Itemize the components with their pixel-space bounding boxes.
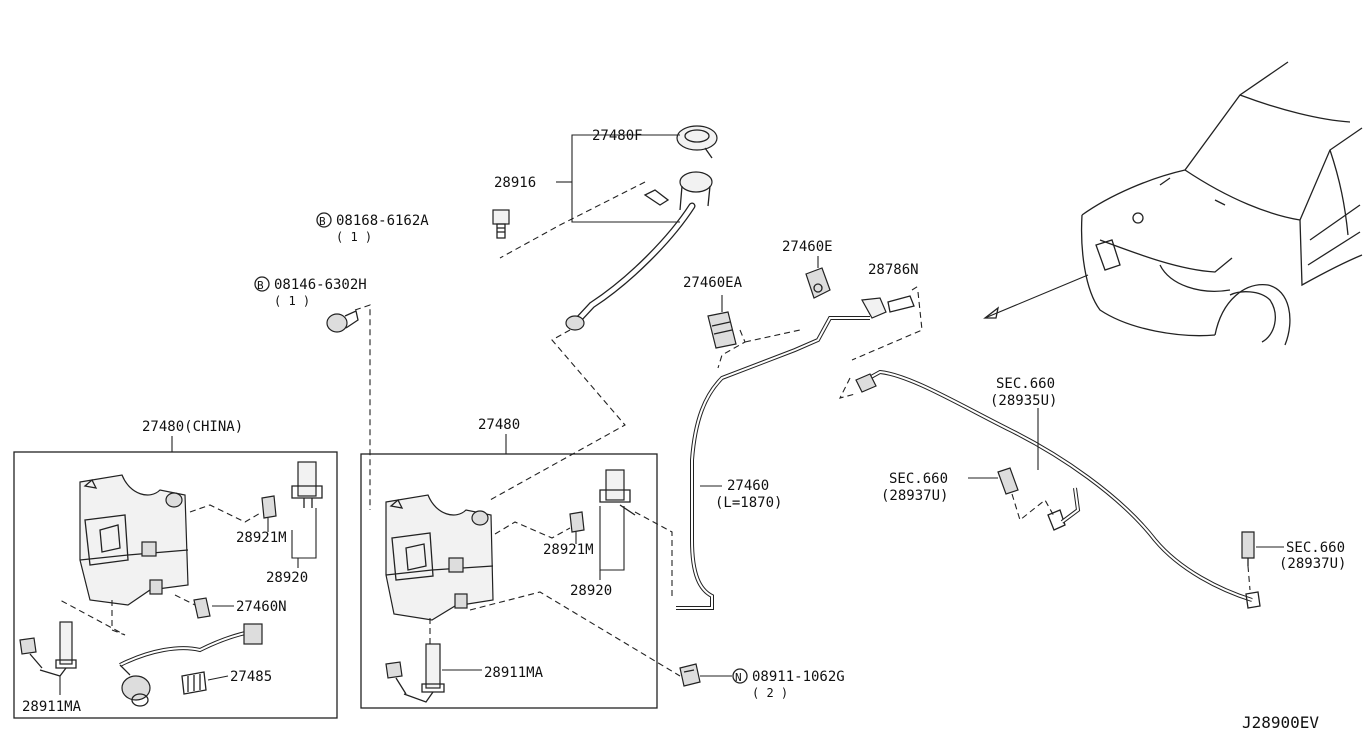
label-sec660-b: SEC.660	[889, 471, 948, 487]
bolt1-marker: B	[319, 215, 326, 228]
label-bolt1-qty: ( 1 )	[336, 230, 372, 244]
china-connector-27460n	[193, 597, 211, 619]
label-bolt2-qty: ( 1 )	[274, 294, 310, 308]
china-reservoir-tank	[79, 474, 189, 606]
label-bolt2-code: 08146-6302H	[274, 277, 367, 293]
nozzle-sec660-c	[1241, 531, 1255, 566]
main-box-title: 27480	[478, 417, 520, 433]
connector-27460e	[805, 267, 831, 299]
label-sec660-a-ref: (28935U)	[990, 393, 1057, 409]
china-variant-box	[13, 451, 338, 719]
label-27460ea: 27460EA	[683, 275, 743, 291]
china-label-28911ma: 28911MA	[22, 699, 82, 715]
main-level-sensor-28911ma	[385, 643, 445, 703]
china-label-28921m: 28921M	[236, 530, 287, 546]
clip-27460ea	[707, 311, 737, 349]
china-pump-28920	[291, 461, 323, 508]
main-pump-28920	[599, 469, 636, 516]
nut-marker: N	[735, 671, 742, 684]
label-sec660-c-ref: (28937U)	[1279, 556, 1346, 572]
china-grommet-28921m	[261, 495, 277, 519]
label-nut-qty: ( 2 )	[752, 686, 788, 700]
label-sec660-b-ref: (28937U)	[881, 488, 948, 504]
china-harness-27485	[119, 623, 263, 707]
main-label-28921m: 28921M	[543, 542, 594, 558]
china-label-28920: 28920	[266, 570, 308, 586]
main-grommet-28921m	[569, 511, 585, 533]
label-sec660-c: SEC.660	[1286, 540, 1345, 556]
label-27460e: 27460E	[782, 239, 833, 255]
label-nut-code: 08911-1062G	[752, 669, 845, 685]
bolt-08168-6162a	[492, 209, 510, 239]
label-sec660-a: SEC.660	[996, 376, 1055, 392]
main-label-28911ma: 28911MA	[484, 665, 544, 681]
main-reservoir-tank	[385, 494, 494, 621]
vehicle-illustration	[983, 61, 1363, 346]
filler-neck-28916	[565, 171, 713, 331]
check-valve-28786n	[861, 295, 915, 319]
bolt2-marker: B	[257, 279, 264, 292]
filler-cap-27480f	[676, 125, 718, 159]
label-27460-length: (L=1870)	[715, 495, 782, 511]
china-label-27460n: 27460N	[236, 599, 287, 615]
bolt-08146-6302h	[326, 310, 359, 333]
label-28786n: 28786N	[868, 262, 919, 278]
label-28916: 28916	[494, 175, 536, 191]
nozzle-sec660-b	[997, 467, 1019, 495]
label-27480f: 27480F	[592, 128, 643, 144]
main-label-28920: 28920	[570, 583, 612, 599]
main-variant-box	[360, 453, 658, 709]
nut-08911-1062g	[679, 663, 701, 687]
label-27460: 27460	[727, 478, 769, 494]
china-box-title: 27480(CHINA)	[142, 419, 243, 435]
diagram-code: J28900EV	[1242, 713, 1319, 732]
china-label-27485: 27485	[230, 669, 272, 685]
washer-hose-27460	[676, 316, 870, 610]
china-level-sensor-28911ma	[19, 621, 77, 677]
label-bolt1-code: 08168-6162A	[336, 213, 429, 229]
